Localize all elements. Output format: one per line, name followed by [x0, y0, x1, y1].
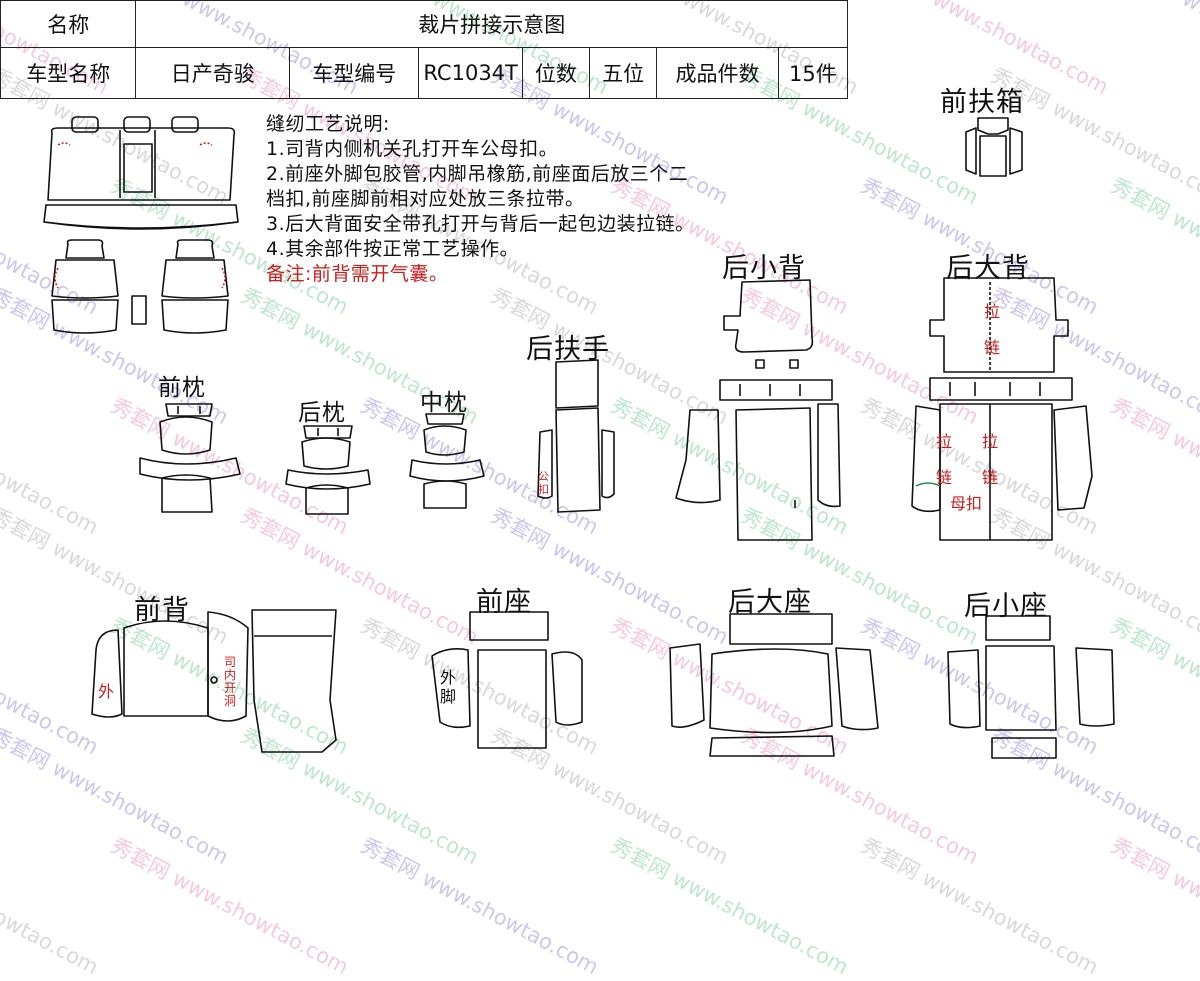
note-item-2b: 档扣,前座脚前相对应处放三条拉带。	[266, 188, 585, 210]
rear-big-back-pattern	[911, 277, 1093, 541]
pattern-drawing	[43, 116, 1115, 759]
rear-small-seat-pattern	[947, 615, 1115, 759]
sewing-notes: 缝纫工艺说明: 1.司背内侧机关孔打开车公母扣。 2.前座外脚包胶管,内脚吊橡筋…	[266, 112, 846, 287]
annot-female-buckle: 母扣	[950, 494, 983, 513]
notes-heading: 缝纫工艺说明:	[266, 113, 390, 135]
annot-driver-inner-hole: 司 内 开 洞	[224, 655, 237, 708]
label-front-armrest-box: 前扶箱	[940, 87, 1024, 118]
model-code-label: 车型编号	[288, 47, 420, 99]
label-rear-headrest: 后枕	[298, 400, 346, 426]
label-rear-small-back: 后小背	[722, 253, 806, 284]
watermark-text: 秀套网 www.showtao.com	[356, 833, 603, 980]
note-item-3: 3.后大背面安全带孔打开与背后一起包边装拉链。	[266, 213, 695, 235]
pieces-label: 成品件数	[656, 47, 779, 99]
rear-big-seat-pattern	[669, 613, 879, 757]
label-front-back: 前背	[134, 595, 190, 626]
label-rear-armrest: 后扶手	[526, 334, 610, 365]
label-front-seat: 前座	[476, 587, 532, 618]
annot-zip-lian-right: 链	[982, 468, 999, 487]
rear-armrest-pattern	[537, 359, 615, 513]
model-name-label: 车型名称	[0, 47, 137, 99]
label-front-headrest: 前枕	[158, 375, 206, 401]
label-rear-big-back: 后大背	[946, 253, 1030, 284]
middle-headrest-pattern	[409, 413, 485, 509]
annot-zip-lian-top: 链	[984, 338, 1001, 357]
annot-zip-la-right: 拉	[982, 432, 999, 451]
note-item-2: 2.前座外脚包胶管,内脚吊橡筋,前座面后放三个二	[266, 163, 689, 185]
front-seat-pattern	[431, 611, 583, 749]
pieces-value: 15件	[777, 47, 849, 99]
front-back-pattern	[91, 609, 337, 753]
watermark-text: 秀套网 www.showtao.com	[106, 833, 353, 980]
watermark-text: 秀套网 www.showtao.com	[0, 834, 103, 980]
label-rear-small-seat: 后小座	[964, 591, 1048, 622]
watermark-text: 秀套网 www.showtao.com	[856, 833, 1103, 980]
header-table: 名称 裁片拼接示意图 车型名称 日产奇骏 车型编号 RC1034T 位数 五位 …	[0, 0, 849, 99]
watermark-text: 秀套网 www.showtao.com	[606, 833, 853, 980]
label-rear-big-seat: 后大座	[728, 587, 812, 618]
model-code-value: RC1034T	[418, 47, 523, 99]
label-middle-headrest: 中枕	[420, 390, 468, 416]
annot-armrest-mark: 公 扣	[538, 470, 549, 496]
seats-value: 五位	[589, 47, 658, 99]
seat-overview	[43, 116, 239, 334]
annot-zip-la-top: 拉	[984, 302, 1001, 321]
note-item-1: 1.司背内侧机关孔打开车公母扣。	[266, 138, 559, 160]
rear-headrest-pattern	[285, 425, 371, 515]
note-item-4: 4.其余部件按正常工艺操作。	[266, 238, 520, 260]
model-name-value: 日产奇骏	[135, 47, 290, 99]
annot-zip-lian-left: 链	[936, 468, 953, 487]
front-armrest-box-pattern	[965, 117, 1023, 177]
front-headrest-pattern	[139, 403, 241, 513]
annot-outer-leg: 外 脚	[440, 668, 457, 706]
annot-zip-la-left: 拉	[936, 432, 953, 451]
annot-outer: 外	[98, 682, 115, 701]
name-label-cell: 名称	[0, 0, 137, 48]
rear-small-back-pattern	[675, 279, 841, 541]
notes-remark: 备注:前背需开气囊。	[266, 263, 449, 285]
seats-label: 位数	[521, 47, 591, 99]
diagram-title: 裁片拼接示意图	[135, 0, 848, 48]
